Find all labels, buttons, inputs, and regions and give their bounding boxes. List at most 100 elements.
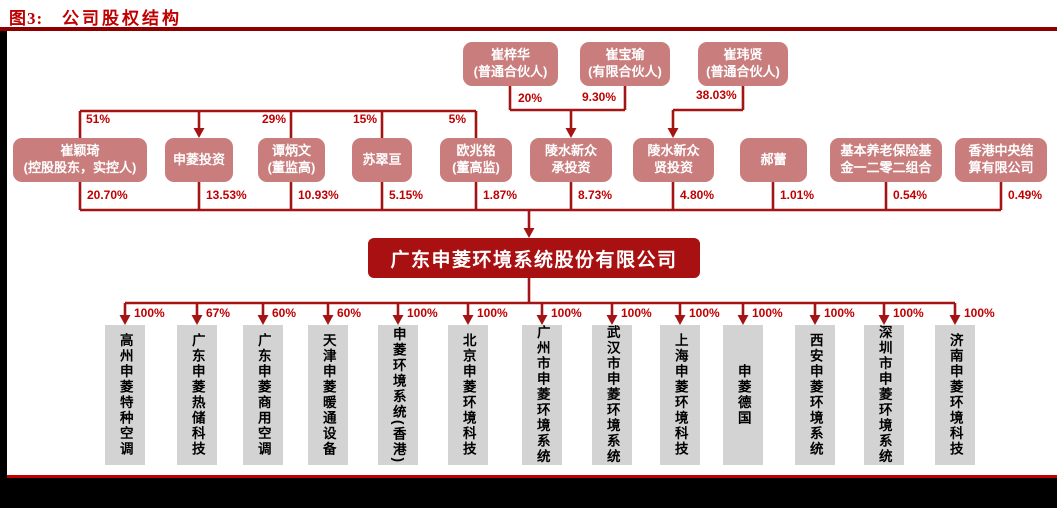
- subsidiary-name: 广东申菱热储科技: [189, 333, 205, 457]
- partner-role: (普通合伙人): [473, 64, 548, 79]
- shareholder-stake-label: 10.93%: [298, 188, 339, 202]
- subsidiary-node: 高州申菱特种空调: [105, 325, 145, 465]
- subsidiary-name: 申菱环境系统(香港): [390, 326, 406, 464]
- partner-node: 崔宝瑜(有限合伙人): [580, 42, 670, 86]
- company-name: 广东申菱环境系统股份有限公司: [390, 249, 678, 271]
- partner-node: 崔玮贤(普通合伙人): [698, 42, 788, 86]
- bottom-black-band: [0, 478, 1057, 508]
- subsidiary-node: 上海申菱环境科技: [660, 325, 700, 465]
- shareholder-name: 香港中央结: [968, 143, 1034, 159]
- subsidiary-node: 广州市申菱环境系统: [522, 325, 562, 465]
- shareholder-stake-label: 1.01%: [780, 188, 815, 202]
- shareholder-node: 欧兆铭(董高监): [440, 138, 512, 182]
- arrowhead-icon: [674, 315, 686, 325]
- subsidiary-stake-label: 60%: [337, 306, 362, 320]
- partner-stake-label: 38.03%: [696, 88, 737, 102]
- subsidiary-name: 深圳市申菱环境系统: [876, 325, 892, 465]
- partner-name: 崔玮贤: [723, 47, 763, 63]
- upper-stake-label: 51%: [86, 112, 111, 126]
- subsidiary-node: 深圳市申菱环境系统: [864, 325, 904, 465]
- arrowhead-icon: [565, 128, 577, 138]
- shareholder-name-2: (董监高): [267, 160, 316, 175]
- subsidiary-stake-label: 100%: [689, 306, 720, 320]
- subsidiary-stake-label: 100%: [964, 306, 995, 320]
- figure-title: 公司股权结构: [62, 9, 182, 28]
- shareholder-name: 谭炳文: [271, 143, 311, 159]
- shareholder-name: 崔颖琦: [60, 143, 100, 159]
- shareholder-node: 申菱投资: [165, 138, 233, 182]
- subsidiary-stake-label: 100%: [752, 306, 783, 320]
- arrowhead-icon: [462, 315, 474, 325]
- shareholder-node: 陵水新众承投资: [530, 138, 612, 182]
- subsidiary-stake-label: 100%: [407, 306, 438, 320]
- subsidiary-name: 天津申菱暖通设备: [320, 333, 336, 457]
- partner-stake-label: 20%: [518, 91, 543, 105]
- subsidiary-node: 济南申菱环境科技: [935, 325, 975, 465]
- shareholder-name: 陵水新众: [544, 143, 597, 159]
- partner-node: 崔梓华(普通合伙人): [463, 42, 558, 86]
- shareholder-name: 苏翠亘: [362, 151, 402, 167]
- upper-stake-label: 5%: [448, 112, 466, 126]
- shareholder-stake-label: 0.49%: [1008, 188, 1043, 202]
- subsidiary-name: 上海申菱环境科技: [672, 333, 688, 457]
- figure-label: 图3:: [9, 9, 44, 28]
- company-node: 广东申菱环境系统股份有限公司: [368, 238, 700, 278]
- partner-stake-label: 9.30%: [582, 90, 617, 104]
- shareholder-node: 苏翠亘: [352, 138, 412, 182]
- subsidiary-stake-label: 100%: [621, 306, 652, 320]
- partner-name: 崔梓华: [490, 47, 530, 63]
- partner-name: 崔宝瑜: [605, 47, 645, 63]
- subsidiary-name: 广东申菱商用空调: [255, 333, 271, 457]
- subsidiary-name: 西安申菱环境系统: [807, 333, 823, 457]
- shareholder-stake-label: 20.70%: [87, 188, 128, 202]
- shareholder-name: 陵水新众: [647, 143, 700, 159]
- arrowhead-icon: [392, 315, 404, 325]
- arrowhead-icon: [536, 315, 548, 325]
- shareholder-name-2: (董高监): [452, 160, 500, 175]
- shareholder-stake-label: 13.53%: [206, 188, 247, 202]
- arrowhead-icon: [191, 315, 203, 325]
- subsidiary-name: 武汉市申菱环境系统: [604, 325, 620, 465]
- subsidiary-stake-label: 100%: [134, 306, 165, 320]
- shareholder-name-2: 承投资: [551, 160, 591, 175]
- bottom-red-rule: [7, 475, 1057, 478]
- left-black-strip: [0, 31, 7, 508]
- shareholder-name-2: 算有限公司: [968, 160, 1034, 175]
- shareholder-stake-label: 1.87%: [483, 188, 518, 202]
- subsidiary-name: 济南申菱环境科技: [947, 333, 963, 457]
- arrowhead-icon: [257, 315, 269, 325]
- shareholder-node: 基本养老保险基金一二零二组合: [830, 138, 942, 182]
- shareholder-node: 陵水新众贤投资: [633, 138, 714, 182]
- subsidiary-node: 申菱德国: [723, 325, 763, 465]
- subsidiary-node: 广东申菱商用空调: [243, 325, 283, 465]
- partner-role: (有限合伙人): [588, 64, 662, 79]
- subsidiary-stake-label: 60%: [272, 306, 297, 320]
- shareholder-node: 崔颖琦(控股股东，实控人): [13, 138, 147, 182]
- shareholder-name-2: 贤投资: [653, 160, 693, 175]
- upper-stake-label: 29%: [261, 112, 286, 126]
- subsidiary-name: 申菱德国: [735, 364, 751, 426]
- arrowhead-icon: [949, 315, 961, 325]
- upper-stake-label: 15%: [352, 112, 377, 126]
- subsidiary-name: 高州申菱特种空调: [117, 333, 133, 457]
- arrowhead-icon: [322, 315, 334, 325]
- shareholder-stake-label: 8.73%: [578, 188, 613, 202]
- subsidiary-node: 申菱环境系统(香港): [378, 325, 418, 465]
- subsidiary-node: 广东申菱热储科技: [177, 325, 217, 465]
- subsidiary-node: 武汉市申菱环境系统: [592, 325, 632, 465]
- partner-role: (普通合伙人): [706, 64, 780, 79]
- shareholder-node: 香港中央结算有限公司: [955, 138, 1047, 182]
- arrowhead-icon: [119, 315, 131, 325]
- arrowhead-icon: [737, 315, 749, 325]
- shareholder-node: 郝蕾: [740, 138, 807, 182]
- subsidiary-name: 广州市申菱环境系统: [534, 325, 550, 465]
- shareholder-name-2: (控股股东，实控人): [23, 160, 137, 175]
- arrowhead-icon: [523, 228, 535, 238]
- shareholder-name: 郝蕾: [760, 151, 787, 167]
- shareholder-stake-label: 4.80%: [680, 188, 715, 202]
- subsidiary-stake-label: 100%: [477, 306, 508, 320]
- subsidiary-stake-label: 100%: [824, 306, 855, 320]
- arrowhead-icon: [193, 128, 205, 138]
